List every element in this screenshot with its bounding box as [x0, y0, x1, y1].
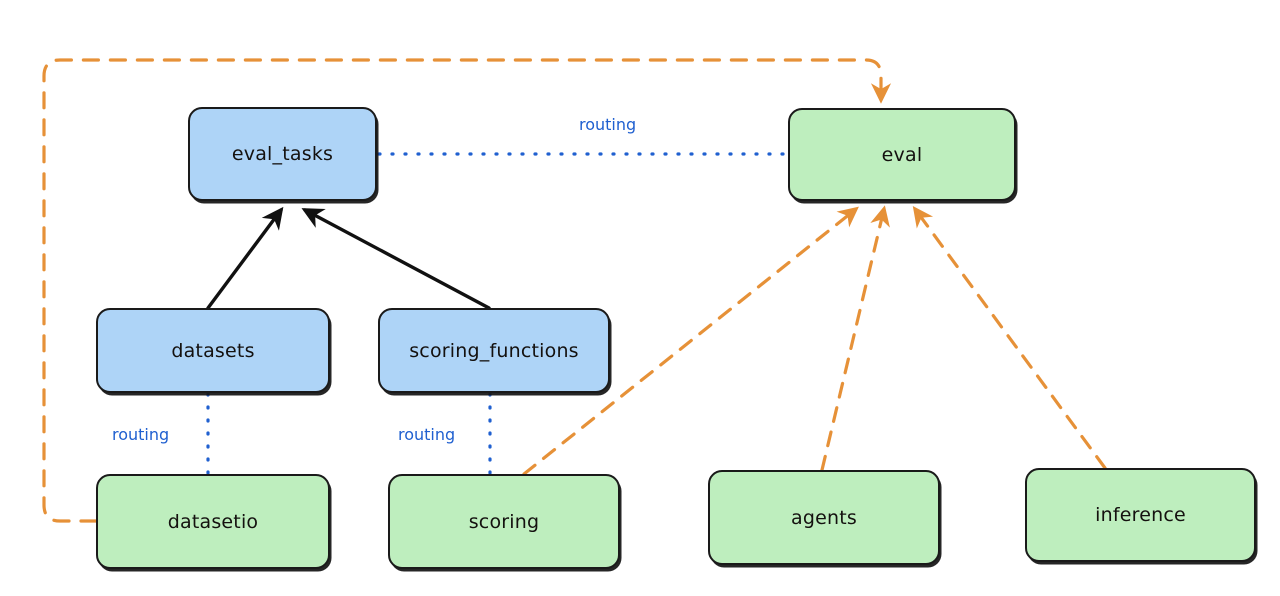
node-label: scoring	[468, 510, 540, 533]
edge-scoring-to-eval	[522, 206, 859, 476]
node-eval[interactable]: eval	[788, 108, 1016, 201]
node-datasets[interactable]: datasets	[96, 308, 330, 393]
node-label: scoring_functions	[409, 339, 579, 362]
node-inference[interactable]: inference	[1025, 468, 1256, 562]
node-label: agents	[791, 506, 857, 529]
node-datasetio[interactable]: datasetio	[96, 474, 330, 569]
edge-label-routing-scoring: routing	[398, 425, 456, 444]
node-label: eval_tasks	[231, 143, 334, 165]
node-label: inference	[1095, 504, 1186, 526]
edge-scoring-functions-to-eval-tasks	[301, 208, 491, 310]
edge-label-routing-datasetio: routing	[112, 425, 170, 444]
edge-datasets-to-eval-tasks	[206, 206, 284, 310]
node-agents[interactable]: agents	[708, 470, 940, 565]
node-label: datasets	[171, 339, 255, 362]
node-eval-tasks[interactable]: eval_tasks	[188, 107, 377, 201]
node-label: datasetio	[167, 510, 259, 533]
node-scoring[interactable]: scoring	[388, 474, 620, 569]
edge-agents-to-eval	[820, 205, 890, 472]
node-scoring-functions[interactable]: scoring_functions	[378, 308, 610, 393]
node-label: eval	[881, 143, 923, 166]
edge-inference-to-eval	[912, 205, 1107, 470]
edge-label-routing-eval: routing	[579, 115, 637, 134]
edge-datasetio-to-eval	[42, 58, 892, 523]
